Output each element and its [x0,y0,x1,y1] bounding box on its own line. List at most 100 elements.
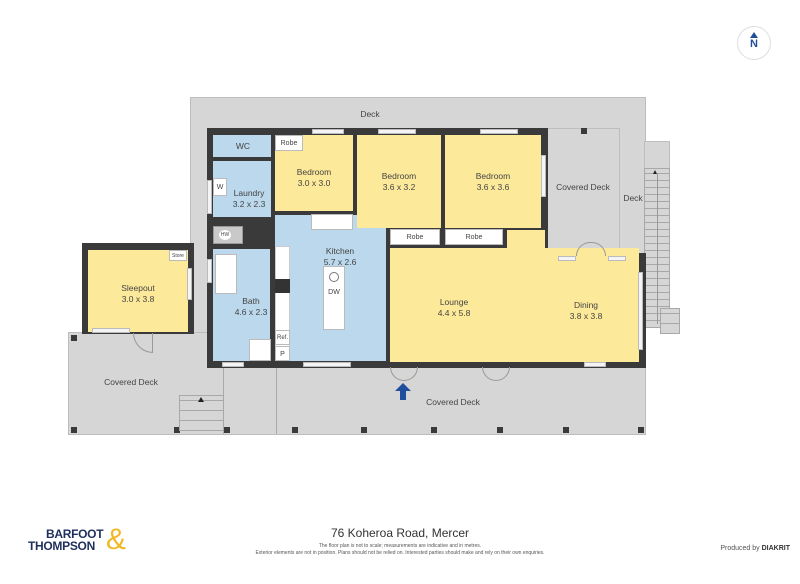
kitchen-size: 5.7 x 2.6 [323,257,357,267]
dining-size: 3.8 x 3.8 [569,311,603,321]
laundry-size: 3.2 x 2.3 [232,199,266,209]
window [187,268,192,300]
store-label: Store [172,253,184,259]
dining-name: Dining [573,300,599,310]
disclaimer-line-1: The floor plan is not to scale; measurem… [318,543,482,549]
window [480,129,518,134]
hot-water: HW [213,226,243,244]
hot-water-label: HW [219,230,231,240]
window [608,256,626,261]
bedroom-3-label: Bedroom 3.6 x 3.6 [468,171,518,193]
robe-3: Robe [445,229,503,245]
deck-divider [276,368,277,434]
brand-line-1: BARFOOT [46,527,104,541]
bath-label: Bath 4.6 x 2.3 [228,296,274,318]
kitchen-sink-counter [311,214,353,230]
laundry-name: Laundry [233,188,265,198]
bedroom-1-label: Bedroom 3.0 x 3.0 [289,167,339,189]
covered-deck-bottom-label: Covered Deck [426,397,480,407]
window [92,328,130,333]
produced-by-label: Produced by [720,545,760,552]
stair-up-arrow-icon [653,170,657,174]
window [207,259,212,283]
window [207,180,212,214]
producer-name: DIAKRIT [761,545,790,552]
bath-vanity [215,254,237,294]
lounge-dining [390,248,639,362]
kitchen-label: Kitchen 5.7 x 2.6 [315,246,365,268]
lounge-size: 4.4 x 5.8 [437,308,471,318]
window [312,129,344,134]
stair-up-arrow-icon [198,397,204,402]
kitchen-name: Kitchen [325,246,355,256]
post [361,427,367,433]
produced-by: Produced by DIAKRIT [680,545,790,552]
post [292,427,298,433]
robe-3-label: Robe [465,234,483,241]
cooktop-icon [275,279,290,293]
lounge-label: Lounge 4.4 x 5.8 [429,297,479,319]
sleepout-label: Sleepout 3.0 x 3.8 [108,283,168,305]
bedroom-1-name: Bedroom [296,167,332,177]
shower [249,339,271,361]
dining-label: Dining 3.8 x 3.8 [561,300,611,322]
brand-ampersand: & [106,523,127,556]
washer: W [213,178,227,196]
store: Store [169,250,187,261]
left-stairs [179,395,224,431]
fridge: Ref. [275,330,290,345]
window [558,256,576,261]
window [638,272,643,350]
covered-deck-right-label: Covered Deck [556,182,610,192]
sleepout-name: Sleepout [121,283,155,293]
robe-1-label: Robe [280,140,298,147]
post [581,128,587,134]
fridge-label: Ref. [276,335,288,341]
window [378,129,416,134]
stair-line [657,174,658,324]
lounge-name: Lounge [439,297,469,307]
post [174,427,180,433]
post [563,427,569,433]
bedroom-1-size: 3.0 x 3.0 [297,178,331,188]
compass: N [737,26,771,60]
lower-stair-steps [660,308,680,334]
sleepout-size: 3.0 x 3.8 [121,294,155,304]
washer-label: W [216,184,224,191]
pantry: P [275,346,290,361]
bath-name: Bath [242,296,260,306]
bedroom-3-name: Bedroom [475,171,511,181]
north-arrow-icon [750,32,758,38]
window [303,362,351,367]
bedroom-3-size: 3.6 x 3.6 [476,182,510,192]
floor-plan: Deck Deck Covered Deck Covered Deck Cove… [68,97,680,435]
deck-top-label: Deck [360,109,380,119]
bedroom-2 [357,135,441,228]
wc [213,135,271,157]
entry-arrow-icon [395,383,411,401]
post [431,427,437,433]
dishwasher-label: DW [328,289,340,296]
bedroom-3 [445,135,541,228]
covered-deck-left-label: Covered Deck [104,377,158,387]
sink-icon [329,272,339,282]
window [222,362,244,367]
brand-line-2: THOMPSON [28,539,95,553]
pantry-label: P [280,351,285,358]
wc-label: WC [235,141,251,151]
deck-right-label: Deck [623,193,643,203]
robe-1: Robe [275,135,303,151]
brand-logo: BARFOOT THOMPSON & [28,523,148,557]
post [497,427,503,433]
disclaimer-line-2: Exterior elements are not in position. P… [255,550,545,556]
bath-size: 4.6 x 2.3 [234,307,268,317]
window [584,362,606,367]
stair-landing [644,141,670,169]
covered-deck-right [546,128,620,260]
sleepout [88,250,188,332]
bedroom-2-name: Bedroom [381,171,417,181]
post [638,427,644,433]
robe-2-label: Robe [406,234,424,241]
kitchen-island: DW [323,266,345,330]
laundry-label: Laundry 3.2 x 2.3 [226,188,272,210]
